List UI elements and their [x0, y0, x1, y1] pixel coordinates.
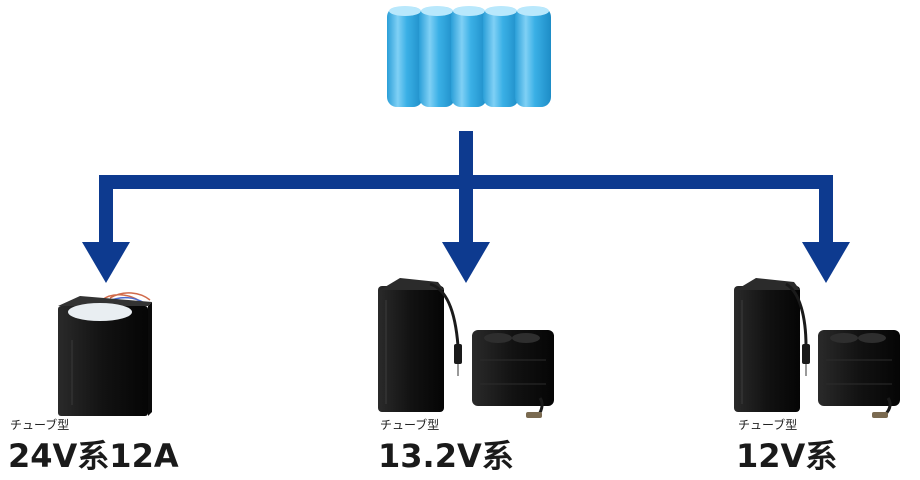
product-2-type-label: チューブ型 — [380, 418, 440, 432]
arrowhead-right — [802, 242, 850, 283]
cell-5 — [515, 6, 551, 107]
stem-line — [459, 131, 473, 181]
product-1-voltage-label: 24V系12A — [8, 437, 179, 475]
tube-battery-pack-with-cable-icon — [378, 278, 554, 418]
cell-3 — [451, 6, 487, 107]
cell-1 — [387, 6, 423, 107]
product-3-voltage-label: 12V系 — [736, 437, 838, 475]
cylindrical-cells-icon — [387, 6, 551, 107]
tube-battery-pack-with-cable-icon — [734, 278, 900, 418]
drop-right — [819, 175, 833, 245]
product-3-type-label: チューブ型 — [738, 418, 798, 432]
drop-left — [99, 175, 113, 245]
arrowhead-center — [442, 242, 490, 283]
tube-battery-pack-icon — [58, 292, 152, 416]
cell-4 — [483, 6, 519, 107]
product-2-voltage-label: 13.2V系 — [378, 437, 514, 475]
drop-center — [459, 175, 473, 245]
product-1-type-label: チューブ型 — [10, 418, 70, 432]
distribution-arrows — [82, 131, 850, 283]
cell-2 — [419, 6, 455, 107]
arrowhead-left — [82, 242, 130, 283]
